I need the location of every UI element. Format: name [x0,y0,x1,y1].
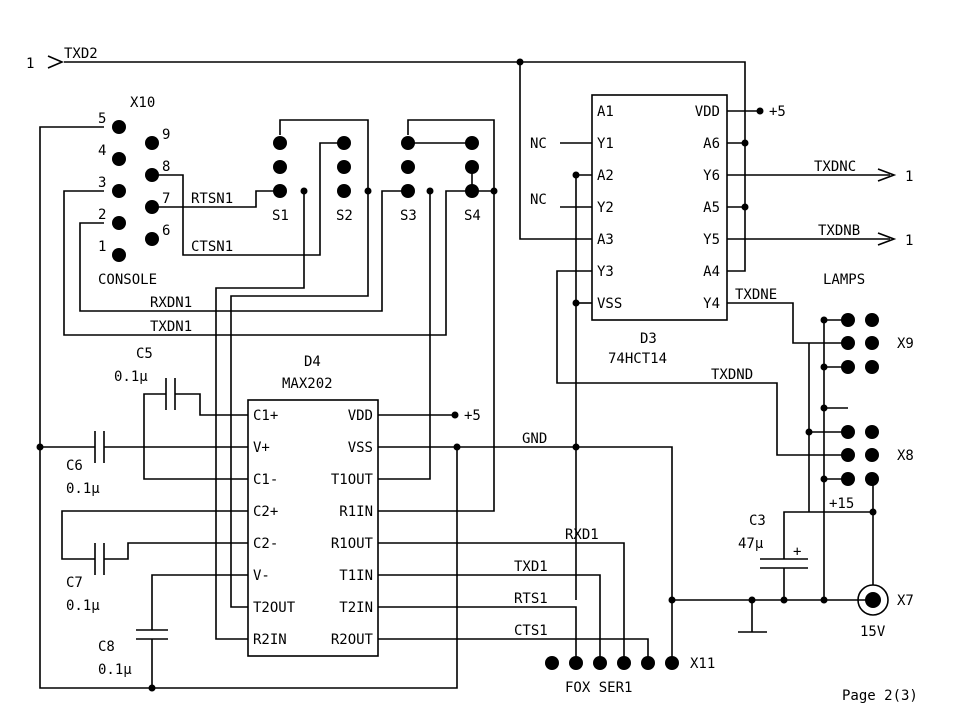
d4-pin-t2out: T2OUT [253,600,296,616]
d4-pin-vss: VSS [348,440,373,456]
d4-pin-vplus: V+ [253,440,270,456]
d3-pin-y4: Y4 [703,296,720,312]
x11-ref: X11 [690,656,715,672]
d4-chip-body [247,399,379,657]
net-rxd1: RXD1 [565,527,599,543]
d3-pin-a3: A3 [597,232,614,248]
x10-pin-6: 6 [162,223,170,239]
x10-ref: X10 [130,95,155,111]
d4-pin-r2out: R2OUT [331,632,374,648]
switch-s1: S1 [272,208,289,224]
port-txdnb-number: 1 [905,233,913,249]
x10-pin-5: 5 [98,111,106,127]
c7-value: 0.1µ [66,598,100,614]
switch-s3: S3 [400,208,417,224]
connector-pads [112,120,879,670]
fox-ser1-label: FOX SER1 [565,680,632,696]
net-ctsn1: CTSN1 [191,239,233,255]
x10-pin-8: 8 [162,159,170,175]
c3-value: 47µ [738,536,764,552]
d4-pin-r2in: R2IN [253,632,287,648]
x7-jack-ring [857,584,889,616]
x10-pin-2: 2 [98,207,106,223]
capacitor-plates [94,378,176,640]
d3-pin-vdd: VDD [695,104,720,120]
c5-ref: C5 [136,346,153,362]
x7-ref: X7 [897,593,914,609]
c5-value: 0.1µ [114,369,148,385]
port-txdnc-label: TXDNC [814,159,856,175]
c6-value: 0.1µ [66,481,100,497]
port-txdnc-number: 1 [905,169,913,185]
c3-ref: C3 [749,513,766,529]
x10-pin-3: 3 [98,175,106,191]
d4-ref: D4 [304,354,321,370]
net-txd1: TXD1 [514,559,548,575]
x10-pin-4: 4 [98,143,106,159]
d3-pin-vss: VSS [597,296,622,312]
x10-pin-7: 7 [162,191,170,207]
c7-ref: C7 [66,575,83,591]
port-in-number: 1 [26,56,34,72]
net-rtsn1: RTSN1 [191,191,233,207]
d3-pin-a2: A2 [597,168,614,184]
d3-pin-a4: A4 [703,264,720,280]
net-rxdn1: RXDN1 [150,295,192,311]
d3-nc-2: NC [530,192,547,208]
d3-pin-a6: A6 [703,136,720,152]
d4-pin-r1out: R1OUT [331,536,374,552]
d3-chip-body [591,94,728,321]
x10-pin-1: 1 [98,239,106,255]
net-rts1: RTS1 [514,591,548,607]
d4-pin-c2minus: C2- [253,536,278,552]
switch-s2: S2 [336,208,353,224]
d4-pin-vminus: V- [253,568,270,584]
net-txdne-label: TXDNE [735,287,777,303]
port-txdnb-label: TXDNB [818,223,860,239]
x8-ref: X8 [897,448,914,464]
page-number: Page 2(3) [842,688,918,704]
d4-pin-c2plus: C2+ [253,504,278,520]
d4-pin-t1out: T1OUT [331,472,374,488]
d3-pin-a5: A5 [703,200,720,216]
d3-pin-a1: A1 [597,104,614,120]
d3-nc-1: NC [530,136,547,152]
d3-ref: D3 [640,331,657,347]
junction-dots [36,58,877,692]
port-txd2-label: TXD2 [64,46,98,62]
c8-value: 0.1µ [98,662,132,678]
d4-pin-c1minus: C1- [253,472,278,488]
d3-pin-y2: Y2 [597,200,614,216]
supply-plus5-d3: +5 [769,104,786,120]
x10-pin-9: 9 [162,127,170,143]
d4-pin-c1plus: C1+ [253,408,278,424]
d3-pin-y6: Y6 [703,168,720,184]
d4-part: MAX202 [282,376,333,392]
d4-pin-t1in: T1IN [339,568,373,584]
x7-jack-pin [865,592,881,608]
d4-pin-r1in: R1IN [339,504,373,520]
c6-ref: C6 [66,458,83,474]
lamps-title: LAMPS [823,272,865,288]
d4-pin-vdd: VDD [348,408,373,424]
net-txdn1: TXDN1 [150,319,192,335]
d4-pin-t2in: T2IN [339,600,373,616]
d3-pin-y1: Y1 [597,136,614,152]
d3-pin-y3: Y3 [597,264,614,280]
switch-s4: S4 [464,208,481,224]
wires [39,55,897,689]
x9-ref: X9 [897,336,914,352]
d3-pin-y5: Y5 [703,232,720,248]
net-cts1: CTS1 [514,623,548,639]
x7-voltage: 15V [860,624,886,640]
d3-part: 74HCT14 [608,351,667,367]
console-label: CONSOLE [98,272,157,288]
net-gnd: GND [522,431,547,447]
supply-plus5-d4: +5 [464,408,481,424]
c8-ref: C8 [98,639,115,655]
c3-polarity: + [793,544,801,560]
supply-plus15: +15 [829,496,854,512]
net-txdnd-label: TXDND [711,367,753,383]
